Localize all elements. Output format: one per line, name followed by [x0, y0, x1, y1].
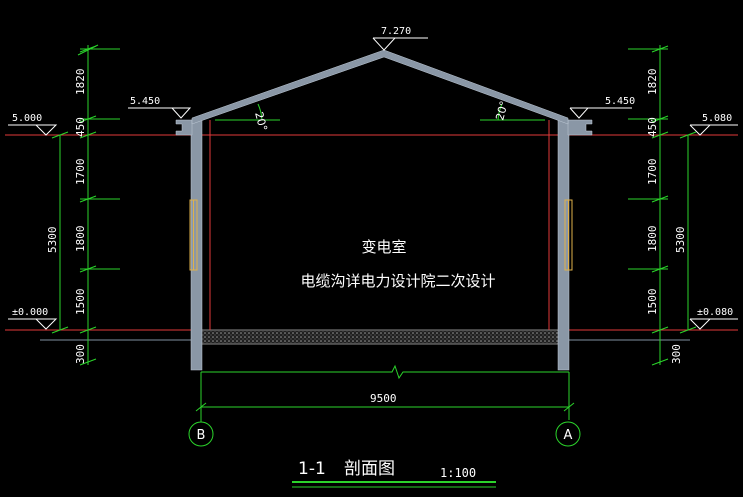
floor-slab	[200, 329, 559, 345]
axis-bubble-right	[555, 421, 581, 447]
top-elevation-left: 5.000	[12, 113, 42, 124]
section-name: 剖面图	[344, 459, 395, 479]
dim-right-3: 1700	[646, 159, 659, 186]
room-name: 变电室	[361, 238, 406, 256]
dim-right-5: 1500	[646, 289, 659, 316]
overall-left: 5300	[46, 227, 59, 254]
axis-bubble-left	[188, 421, 214, 447]
section-scale: 1:100	[440, 466, 476, 480]
roof	[191, 49, 569, 125]
dims-right-labels: 1820 450 1700 1800 1500 300 5300	[646, 69, 687, 365]
dims-left-labels: 1820 450 1700 1800 1500 300 5300	[46, 69, 87, 365]
eave-elevation-right: 5.450	[605, 96, 635, 107]
axis-label-right: A	[564, 428, 573, 443]
dim-left-6: 300	[74, 344, 87, 364]
dim-left-3: 1700	[74, 159, 87, 186]
angle-marks	[215, 103, 545, 121]
dim-left-5: 1500	[74, 289, 87, 316]
span-dimension: 9500	[370, 392, 397, 405]
walls	[189, 119, 573, 371]
dim-right-2: 450	[646, 117, 659, 137]
dim-left-1: 1820	[74, 69, 87, 96]
roof-slab	[191, 49, 569, 125]
level-lines	[5, 134, 738, 331]
dimension-lines	[51, 44, 697, 420]
section-title: 1-1	[298, 459, 326, 479]
roof-angle-right: 20°	[493, 100, 511, 122]
axis-label-left: B	[197, 428, 206, 443]
ground-elevation-left: ±0.000	[12, 307, 48, 318]
ground-elevation-right: ±0.080	[697, 307, 733, 318]
ridge-elevation: 7.270	[381, 26, 411, 37]
parapets	[175, 119, 593, 136]
dim-right-4: 1800	[646, 226, 659, 253]
dim-right-1: 1820	[646, 69, 659, 96]
wall-right	[557, 119, 570, 371]
watermark-text: 电缆沟详电力设计院二次设计	[300, 272, 495, 290]
top-elevation-right: 5.080	[702, 113, 732, 124]
overall-right: 5300	[674, 227, 687, 254]
dim-right-6: 300	[670, 344, 683, 364]
dim-left-2: 450	[74, 117, 87, 137]
dim-left-4: 1800	[74, 226, 87, 253]
roof-angle-left: 20°	[252, 110, 270, 132]
section-title-block: 1-1 剖面图 1:100	[292, 459, 496, 488]
axis-bubbles: B A	[188, 420, 581, 447]
eave-elevation-left: 5.450	[130, 96, 160, 107]
elevation-markers	[8, 37, 738, 330]
